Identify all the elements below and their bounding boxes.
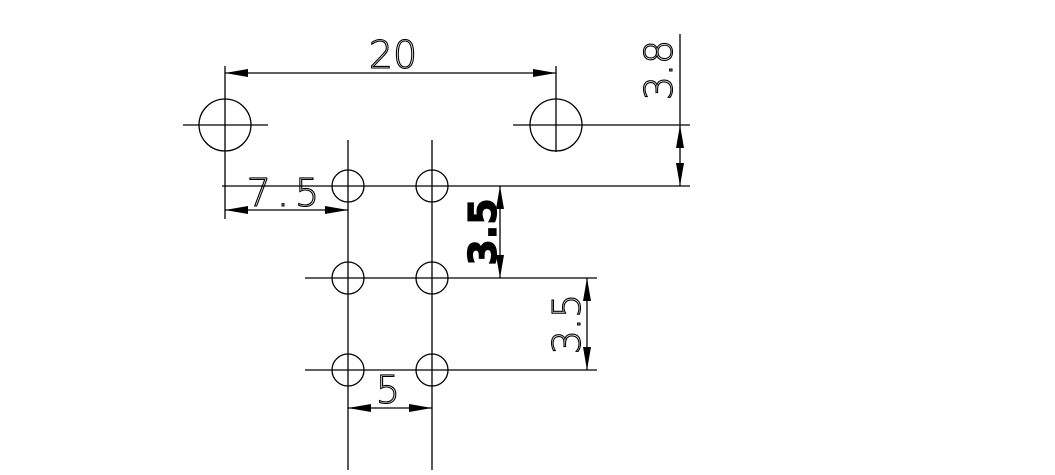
dimension-mount-offset: 3.8 xyxy=(636,34,684,186)
pin-holes xyxy=(331,169,449,387)
dimension-column-offset: 7.5 xyxy=(225,170,348,216)
dimension-label-row-spacing-lower: 3.5 xyxy=(545,294,589,354)
dimension-row-spacing-lower: 3.5 xyxy=(544,278,591,370)
mounting-hole-left xyxy=(183,66,268,219)
dimension-label-mount-offset: 3.8 xyxy=(637,40,681,100)
dimension-label-mount-spacing: 20 xyxy=(369,33,417,77)
pin-hole xyxy=(415,353,449,387)
dimension-column-spacing: 5 xyxy=(348,367,432,413)
pin-hole xyxy=(331,353,365,387)
dimension-mount-spacing: 20 xyxy=(225,32,556,78)
dimension-row-spacing-upper: 3.5 xyxy=(460,186,506,278)
dimension-label-column-offset: 7.5 xyxy=(247,171,325,215)
dimension-label-column-spacing: 5 xyxy=(376,368,400,412)
dimension-label-row-spacing-upper: 3.5 xyxy=(461,198,505,265)
pin-hole xyxy=(331,169,365,203)
mounting-hole-right xyxy=(513,66,690,152)
grid-centerlines xyxy=(222,140,690,470)
pin-hole xyxy=(415,169,449,203)
pin-hole xyxy=(415,261,449,295)
pin-hole xyxy=(331,261,365,295)
